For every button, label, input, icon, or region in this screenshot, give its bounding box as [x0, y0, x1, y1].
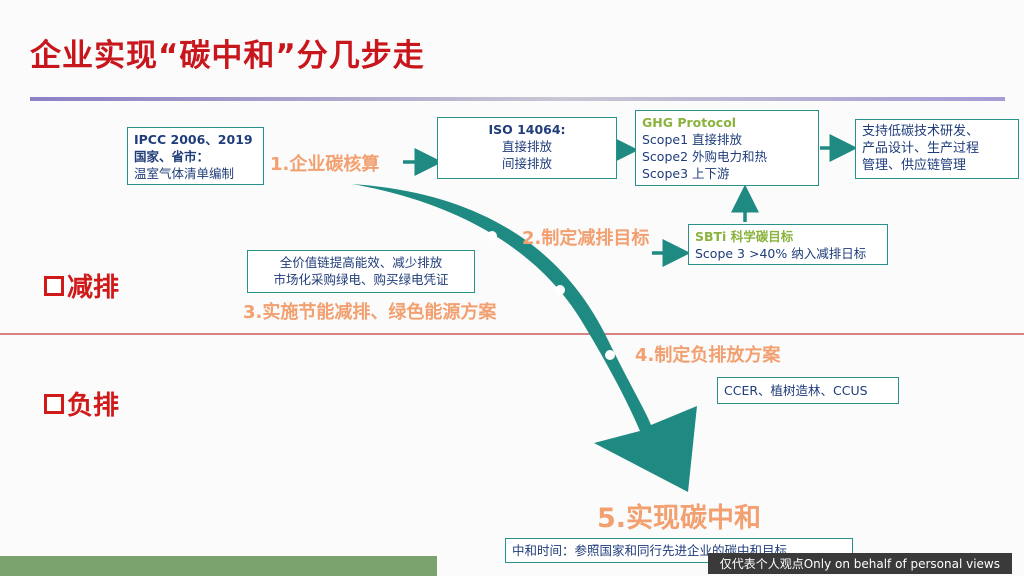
bottom-bar [0, 556, 437, 576]
ghg-line3: Scope3 上下游 [642, 166, 730, 181]
sbti-box: SBTi 科学碳目标 Scope 3 >40% 纳入减排日标 [688, 224, 888, 265]
side-label-reduce-text: 减排 [67, 273, 120, 303]
step-3-label: 3.实施节能减排、绿色能源方案 [243, 302, 497, 323]
iso-box: ISO 14064: 直接排放 间接排放 [437, 117, 617, 179]
iso-line3: 间接排放 [501, 156, 552, 171]
page-title: 企业实现“碳中和”分几步走 [30, 38, 425, 74]
offset-line1: CCER、植树造林、CCUS [724, 383, 868, 398]
ipcc-box: IPCC 2006、2019 国家、省市： 温室气体清单编制 [127, 127, 264, 185]
step-1-label: 1.企业碳核算 [270, 154, 380, 175]
main-curved-arrow [352, 184, 697, 492]
title-underline [30, 97, 1005, 101]
step-2-label: 2.制定减排目标 [522, 228, 650, 249]
step-5-label: 5.实现碳中和 [597, 503, 762, 534]
ghg-box: GHG Protocol Scope1 直接排放 Scope2 外购电力和热 S… [635, 110, 819, 186]
ghg-header: GHG Protocol [642, 115, 737, 130]
step-4-label: 4.制定负排放方案 [635, 345, 781, 366]
disclaimer-note: 仅代表个人观点Only on behalf of personal views [707, 553, 1012, 574]
valuechain-box: 全价值链提高能效、减少排放 市场化采购绿电、购买绿电凭证 [247, 250, 475, 293]
checkbox-square-icon [44, 393, 64, 414]
arrow-dot-3 [605, 350, 615, 360]
valuechain-line2: 市场化采购绿电、购买绿电凭证 [273, 272, 449, 287]
sbti-header: SBTi 科学碳目标 [695, 229, 794, 244]
iso-line1: ISO 14064: [488, 122, 566, 137]
side-label-reduce: 减排 [44, 267, 119, 304]
support-line3: 管理、供应链管理 [862, 158, 967, 173]
side-label-negative: 负排 [44, 385, 119, 422]
sbti-line1: Scope 3 >40% 纳入减排日标 [695, 246, 867, 261]
support-line2: 产品设计、生产过程 [862, 141, 980, 156]
arrow-dot-2 [555, 285, 565, 295]
support-box: 支持低碳技术研发、 产品设计、生产过程 管理、供应链管理 [855, 119, 1019, 179]
valuechain-line1: 全价值链提高能效、减少排放 [279, 255, 443, 270]
ipcc-line1: IPCC 2006、2019 [134, 132, 253, 147]
support-line1: 支持低碳技术研发、 [862, 124, 980, 139]
arrow-dot-1 [487, 231, 497, 241]
ipcc-line3: 温室气体清单编制 [134, 166, 235, 181]
iso-line2: 直接排放 [501, 139, 552, 154]
ghg-line1: Scope1 直接排放 [642, 132, 743, 147]
checkbox-square-icon [44, 275, 64, 296]
offset-box: CCER、植树造林、CCUS [717, 377, 899, 404]
side-label-negative-text: 负排 [67, 391, 120, 421]
ghg-line2: Scope2 外购电力和热 [642, 149, 768, 164]
ipcc-line2: 国家、省市： [134, 149, 210, 164]
